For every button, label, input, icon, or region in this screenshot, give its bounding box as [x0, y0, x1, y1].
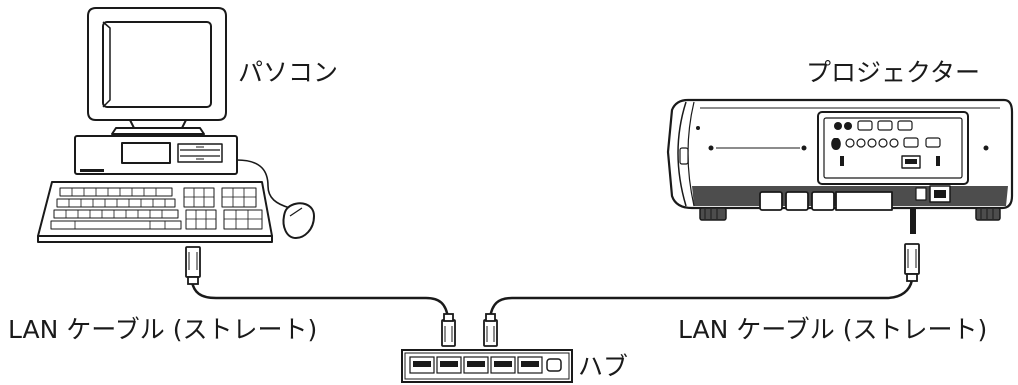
hub-label: ハブ	[578, 352, 628, 382]
lan-connector-icon	[484, 314, 497, 346]
lan-cable-right-label: LAN ケーブル (ストレート)	[678, 315, 987, 345]
mouse-icon	[284, 203, 315, 238]
hub-icon	[402, 350, 572, 382]
lan-cable-left	[192, 282, 448, 318]
projector-label: プロジェクター	[806, 58, 980, 88]
pc-label: パソコン	[238, 58, 338, 88]
projector-icon	[668, 100, 1012, 220]
lan-connector-icon	[442, 314, 455, 346]
keyboard	[38, 182, 272, 242]
monitor	[88, 8, 226, 134]
computer-icon	[38, 8, 314, 242]
lan-connector-icon	[905, 244, 919, 281]
lan-cable-right	[490, 280, 912, 318]
system-unit	[75, 136, 237, 174]
lan-connector-icon	[186, 247, 200, 284]
lan-cable-left-label: LAN ケーブル (ストレート)	[8, 315, 317, 345]
